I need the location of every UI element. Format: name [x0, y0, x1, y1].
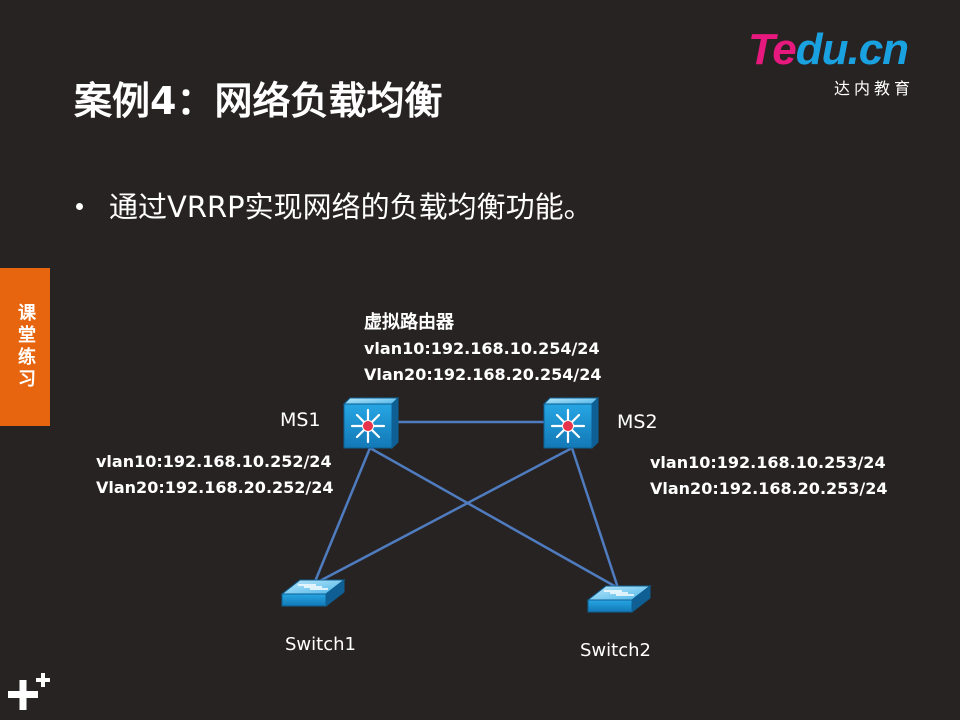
ms2-vlan10: vlan10:192.168.10.253/24	[650, 453, 886, 472]
link-ms1-switch1	[312, 447, 372, 585]
ms2-addresses: vlan10:192.168.10.253/24 Vlan20:192.168.…	[650, 450, 888, 502]
ms1-vlan10: vlan10:192.168.10.252/24	[96, 452, 332, 471]
link-ms2-switch1	[313, 446, 573, 586]
virtual-router-vlan10: vlan10:192.168.10.254/24	[364, 339, 600, 358]
slide-title: 案例4：网络负载均衡	[74, 79, 443, 123]
virtual-router-label: 虚拟路由器 vlan10:192.168.10.254/24 Vlan20:19…	[364, 310, 602, 388]
ms1-switch-icon	[342, 396, 400, 450]
logo-wordmark: Tedu.cn	[748, 25, 909, 74]
virtual-router-title: 虚拟路由器	[364, 312, 454, 333]
bullet-dot-icon	[76, 202, 83, 210]
ms2-name: MS2	[617, 411, 658, 433]
tedu-logo: Tedu.cn 达内教育	[748, 25, 938, 99]
side-tab: 课堂练习	[0, 268, 50, 426]
bullet-text: 通过VRRP实现网络的负载均衡功能。	[109, 190, 593, 224]
switch2-name: Switch2	[580, 640, 651, 661]
link-ms1-switch2	[369, 446, 619, 590]
switch1-name: Switch1	[285, 634, 356, 655]
link-ms2-switch2	[570, 447, 620, 589]
ms2-switch-icon	[542, 396, 600, 450]
virtual-router-vlan20: Vlan20:192.168.20.254/24	[364, 365, 602, 384]
ms2-vlan20: Vlan20:192.168.20.253/24	[650, 479, 888, 498]
ms1-vlan20: Vlan20:192.168.20.252/24	[96, 478, 334, 497]
ms1-name: MS1	[280, 409, 321, 431]
plus-plus-icon	[8, 673, 50, 710]
logo-subtitle: 达内教育	[834, 79, 915, 98]
ms1-addresses: vlan10:192.168.10.252/24 Vlan20:192.168.…	[96, 449, 334, 501]
switch1-icon	[280, 578, 346, 608]
switch2-icon	[586, 584, 652, 614]
side-tab-label: 课堂练习	[15, 303, 36, 391]
bullet-item: 通过VRRP实现网络的负载均衡功能。	[76, 184, 593, 226]
